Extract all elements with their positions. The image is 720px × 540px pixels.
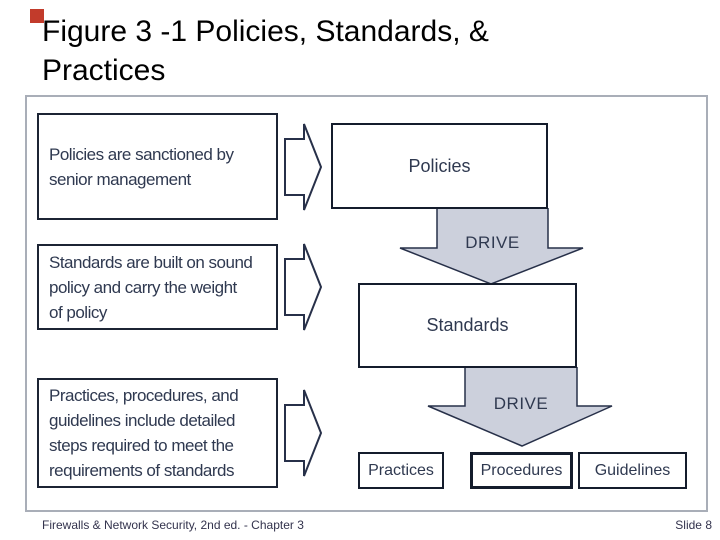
left-box-practices-description: Practices, procedures, and guidelines in… (37, 378, 278, 488)
box-text-line: of policy (49, 302, 107, 322)
box-text-line: Standards are built on sound (49, 252, 253, 272)
slide-title-line1: Figure 3 -1 Policies, Standards, & (42, 15, 489, 48)
left-box-standards-description: Standards are built on sound policy and … (37, 244, 278, 330)
practices-box-label: Practices (368, 461, 434, 479)
right-arrow-icon (284, 123, 323, 211)
red-square-bullet (30, 9, 44, 23)
drive-label: DRIVE (493, 394, 549, 413)
policies-box: Policies (331, 123, 548, 209)
box-text-line: senior management (49, 169, 191, 189)
box-text-line: Practices, procedures, and (49, 386, 239, 405)
right-arrow-icon (284, 389, 323, 477)
footer-course-text: Firewalls & Network Security, 2nd ed. - … (42, 518, 304, 532)
slide-title: Figure 3 -1 Policies, Standards, & Pract… (42, 12, 489, 90)
drive-down-arrow-icon (427, 367, 613, 447)
drive-down-arrow-icon (399, 208, 584, 285)
left-box-policies-description: Policies are sanctioned by senior manage… (37, 113, 278, 220)
guidelines-box: Guidelines (578, 452, 687, 489)
procedures-box-label: Procedures (480, 461, 563, 479)
slide-title-line2: Practices (42, 54, 166, 87)
procedures-box: Procedures (470, 452, 573, 489)
box-text-line: requirements of standards (49, 461, 235, 480)
box-text-line: steps required to meet the (49, 436, 234, 455)
right-arrow-icon (284, 243, 323, 331)
guidelines-box-label: Guidelines (594, 461, 671, 479)
drive-label: DRIVE (465, 233, 520, 252)
standards-box-label: Standards (426, 315, 509, 335)
policies-box-label: Policies (408, 155, 471, 176)
box-text-line: policy and carry the weight (49, 277, 237, 297)
footer-slide-number: Slide 8 (675, 518, 712, 532)
box-text-line: guidelines include detailed (49, 411, 235, 430)
practices-box: Practices (358, 452, 444, 489)
box-text-line: Policies are sanctioned by (49, 144, 234, 164)
standards-box: Standards (358, 283, 577, 368)
